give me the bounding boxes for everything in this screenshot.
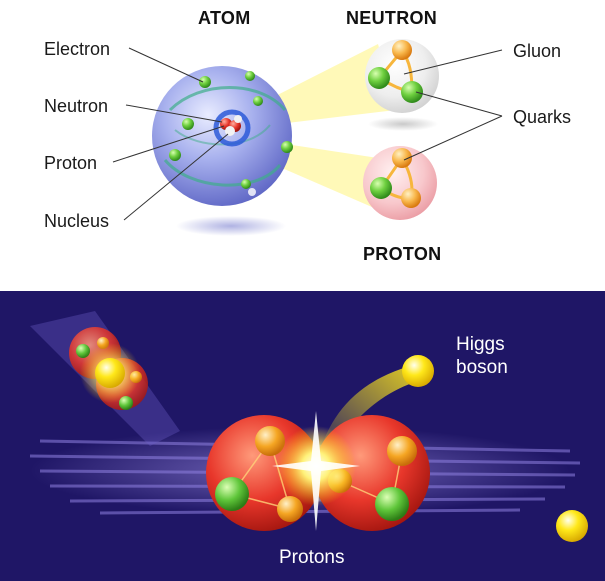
proton-quark-orange: [401, 188, 421, 208]
proton-title: PROTON: [363, 244, 441, 265]
neutron-quark-green: [401, 81, 423, 103]
electron: [241, 179, 251, 189]
collision-graphic: [0, 291, 605, 581]
electron: [199, 76, 211, 88]
electron-leader-line: [129, 48, 203, 82]
electron: [245, 71, 255, 81]
neutron-shadow: [368, 117, 438, 131]
quark-green: [375, 487, 409, 521]
higgs-boson: [402, 355, 434, 387]
proton-quark-green: [370, 177, 392, 199]
escaping-particle: [556, 510, 588, 542]
quarks-label: Quarks: [513, 108, 571, 126]
neutron-label: Neutron: [44, 97, 108, 115]
nucleus-neutron: [234, 115, 242, 123]
atom-title: ATOM: [198, 8, 251, 29]
protons-label: Protons: [279, 547, 344, 569]
nucleus-label: Nucleus: [44, 212, 109, 230]
neutron-quark-green: [368, 67, 390, 89]
atom-structure-panel: ATOM NEUTRON PROTON Electron Neutron Pro…: [0, 0, 605, 291]
electron-label: Electron: [44, 40, 110, 58]
quarks-leader-line: [416, 92, 502, 116]
small-higgs: [95, 358, 125, 388]
collision-panel: Higgs boson Protons: [0, 291, 605, 581]
quark-orange: [387, 436, 417, 466]
neutron-quark-orange: [392, 40, 412, 60]
highlight: [248, 188, 256, 196]
higgs-label-line2: boson: [456, 357, 508, 379]
nucleus-neutron: [225, 126, 235, 136]
proton-label: Proton: [44, 154, 97, 172]
electron: [182, 118, 194, 130]
electron: [253, 96, 263, 106]
atom-shadow: [176, 216, 286, 236]
neutron-title: NEUTRON: [346, 8, 437, 29]
gluon-label: Gluon: [513, 42, 561, 60]
higgs-label-line1: Higgs: [456, 334, 505, 356]
quark-green: [215, 477, 249, 511]
electron: [281, 141, 293, 153]
electron: [169, 149, 181, 161]
